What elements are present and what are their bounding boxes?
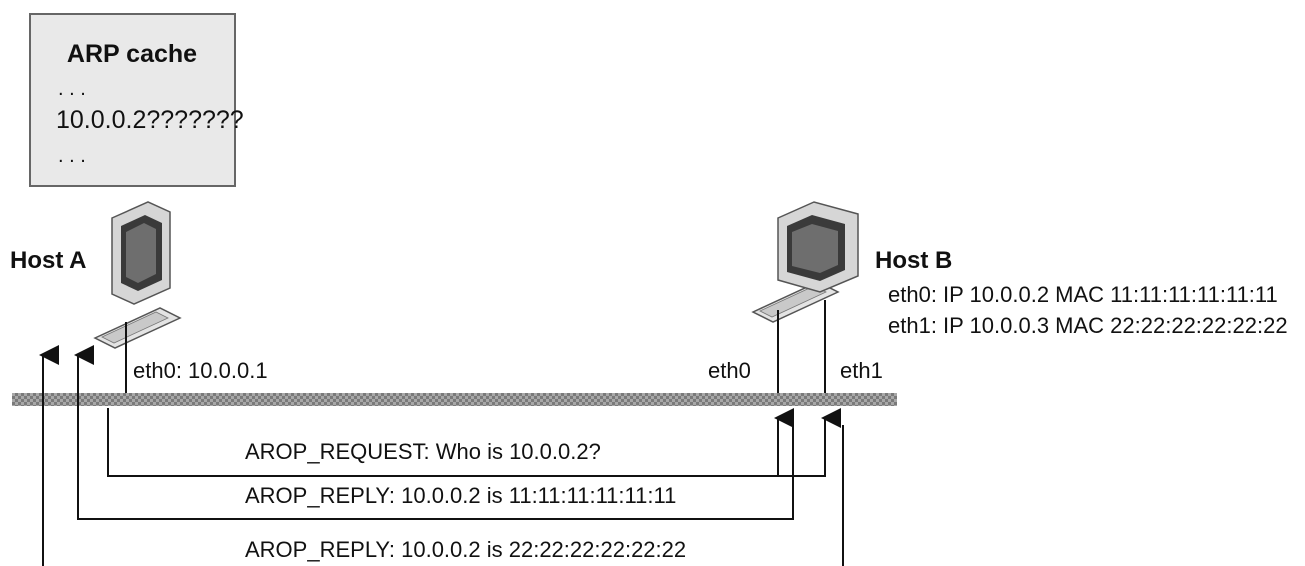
arp-cache-dots-top: . . . [58,78,86,100]
host-b-computer-icon [751,201,859,323]
host-a-computer-icon [93,201,182,349]
arp-reply-eth0-label: AROP_REPLY: 10.0.0.2 is 11:11:11:11:11:1… [245,483,676,508]
network-bus [12,393,897,406]
arp-request-label: AROP_REQUEST: Who is 10.0.0.2? [245,439,601,464]
host-a-label: Host A [10,247,86,274]
arp-reply-eth1-label: AROP_REPLY: 10.0.0.2 is 22:22:22:22:22:2… [245,537,686,562]
arp-cache-entry: 10.0.0.2??????? [56,106,244,134]
host-a-iface-label: eth0: 10.0.0.1 [133,358,268,383]
arp-reply-eth1-path [39,345,844,566]
host-b-eth1-info: eth1: IP 10.0.0.3 MAC 22:22:22:22:22:22 [888,313,1288,338]
arp-reply-eth0-path [74,345,794,520]
host-b-eth1-label: eth1 [840,358,883,383]
host-b-label: Host B [875,247,952,274]
arp-request-path [107,408,841,477]
host-b-eth0-info: eth0: IP 10.0.0.2 MAC 11:11:11:11:11:11 [888,282,1278,307]
arp-cache-title: ARP cache [67,40,197,68]
host-b-eth0-label: eth0 [708,358,751,383]
arp-cache-dots-bottom: . . . [58,145,86,167]
arp-cache-box: ARP cache . . . 10.0.0.2??????? . . . [29,13,244,187]
